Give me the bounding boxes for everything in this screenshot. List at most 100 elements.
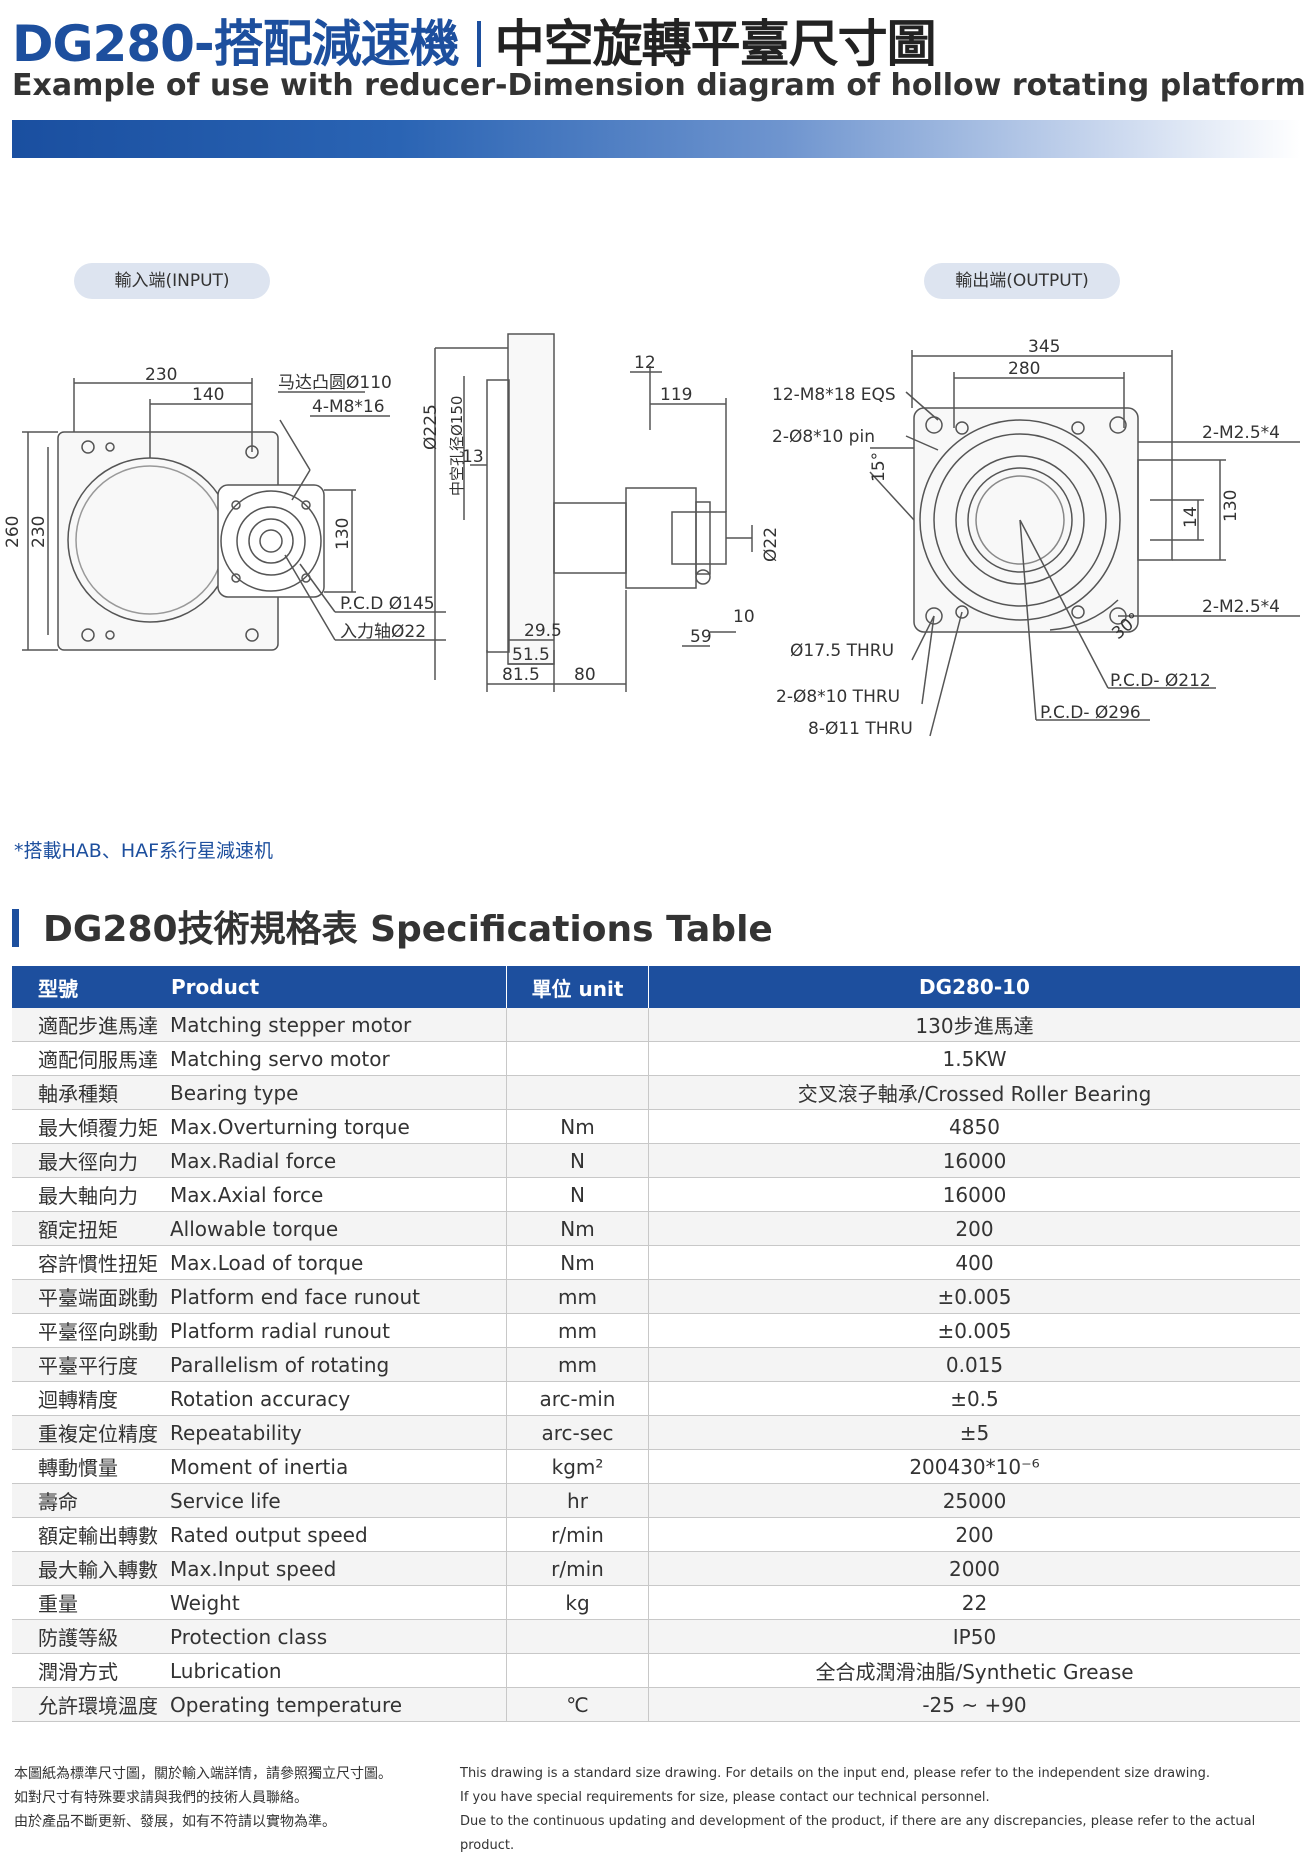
row-label-cn: 平臺端面跳動 [12, 1279, 170, 1314]
row-value: 0.015 [648, 1347, 1300, 1382]
row-label-en: Max.Load of torque [170, 1245, 507, 1280]
row-unit: arc-min [506, 1381, 649, 1416]
row-label-en: Max.Overturning torque [170, 1109, 507, 1144]
row-value: 交叉滾子軸承/Crossed Roller Bearing [648, 1075, 1300, 1110]
row-label-cn: 潤滑方式 [12, 1653, 170, 1688]
header-product: Product [170, 966, 507, 1008]
dim-thru-175: Ø17.5 THRU [790, 641, 894, 661]
row-unit: kgm² [506, 1449, 649, 1484]
input-front-view [22, 378, 446, 651]
dim-d225: Ø225 [421, 404, 441, 450]
dim-pcd-212: P.C.D- Ø212 [1110, 671, 1211, 691]
row-unit [506, 1619, 649, 1654]
dim-pin: 2-Ø8*10 pin [772, 427, 875, 447]
dim-angle-15: 15° [869, 452, 889, 482]
row-label-en: Max.Input speed [170, 1551, 507, 1586]
row-label-cn: 額定輸出轉數 [12, 1517, 170, 1552]
dim-13: 13 [462, 447, 484, 467]
dim-m25-top: 2-M2.5*4 [1202, 423, 1280, 443]
dim-motor-boss: 马达凸圆Ø110 [278, 373, 392, 393]
footer-cn-line: 由於產品不斷更新、發展，如有不符請以實物為準。 [14, 1814, 336, 1830]
row-label-cn: 平臺徑向跳動 [12, 1313, 170, 1348]
row-label-en: Allowable torque [170, 1211, 507, 1246]
dim-m25-bottom: 2-M2.5*4 [1202, 597, 1280, 617]
row-label-en: Protection class [170, 1619, 507, 1654]
row-label-cn: 最大徑向力 [12, 1143, 170, 1178]
row-label-en: Repeatability [170, 1415, 507, 1450]
row-label-en: Matching stepper motor [170, 1008, 507, 1042]
side-view [434, 333, 753, 692]
row-value: ±0.5 [648, 1381, 1300, 1416]
row-label-cn: 轉動慣量 [12, 1449, 170, 1484]
row-unit: Nm [506, 1211, 649, 1246]
page-subtitle: Example of use with reducer-Dimension di… [12, 68, 1306, 103]
input-view-label: 輸入端(INPUT) [74, 263, 270, 299]
row-unit [506, 1653, 649, 1688]
row-label-cn: 適配伺服馬達 [12, 1041, 170, 1076]
row-label-cn: 額定扭矩 [12, 1211, 170, 1246]
footer-cn-line: 如對尺寸有特殊要求請與我們的技術人員聯絡。 [14, 1790, 308, 1806]
dim-thru-11: 8-Ø11 THRU [808, 719, 913, 739]
row-unit: N [506, 1177, 649, 1212]
row-unit [506, 1041, 649, 1076]
dim-51-5: 51.5 [512, 645, 550, 665]
dim-hollow-150: 中空孔径Ø150 [448, 396, 466, 496]
row-label-en: Bearing type [170, 1075, 507, 1110]
row-unit: arc-sec [506, 1415, 649, 1450]
row-unit: r/min [506, 1551, 649, 1586]
row-value: ±0.005 [648, 1279, 1300, 1314]
row-value: ±0.005 [648, 1313, 1300, 1348]
row-value: 130步進馬達 [648, 1008, 1300, 1042]
footer-en-line: If you have special requirements for siz… [460, 1790, 990, 1805]
footer-en: This drawing is a standard size drawing.… [460, 1762, 1300, 1858]
row-label-cn: 防護等級 [12, 1619, 170, 1654]
row-unit: N [506, 1143, 649, 1178]
row-value: 25000 [648, 1483, 1300, 1518]
dim-12: 12 [634, 353, 656, 373]
row-label-en: Operating temperature [170, 1687, 507, 1722]
row-label-en: Max.Radial force [170, 1143, 507, 1178]
row-label-cn: 迴轉精度 [12, 1381, 170, 1416]
heading-accent-bar [12, 909, 19, 947]
row-label-cn: 重量 [12, 1585, 170, 1620]
row-label-cn: 容許慣性扭矩 [12, 1245, 170, 1280]
dim-280: 280 [1008, 359, 1040, 379]
row-label-en: Service life [170, 1483, 507, 1518]
dim-input-height: 260 [3, 516, 23, 548]
row-unit: Nm [506, 1245, 649, 1280]
row-unit: mm [506, 1313, 649, 1348]
row-label-cn: 最大軸向力 [12, 1177, 170, 1212]
dim-130: 130 [1221, 490, 1241, 522]
dim-d22: Ø22 [761, 527, 781, 562]
row-unit: r/min [506, 1517, 649, 1552]
dim-thru-8: 2-Ø8*10 THRU [776, 687, 900, 707]
row-value: 200430*10⁻⁶ [648, 1449, 1300, 1484]
header-gradient-bar [12, 120, 1300, 158]
spec-heading-text: DG280技術規格表 Specifications Table [43, 909, 773, 950]
row-label-cn: 平臺平行度 [12, 1347, 170, 1382]
header-model-cn: 型號 [12, 966, 170, 1008]
row-value: IP50 [648, 1619, 1300, 1654]
page-title: DG280-搭配減速機中空旋轉平臺尺寸圖 [12, 4, 937, 76]
dim-pcd-296: P.C.D- Ø296 [1040, 703, 1141, 723]
row-label-cn: 允許環境溫度 [12, 1687, 170, 1722]
row-label-en: Rotation accuracy [170, 1381, 507, 1416]
row-label-cn: 重複定位精度 [12, 1415, 170, 1450]
dim-m8-holes: 4-M8*16 [312, 397, 385, 417]
